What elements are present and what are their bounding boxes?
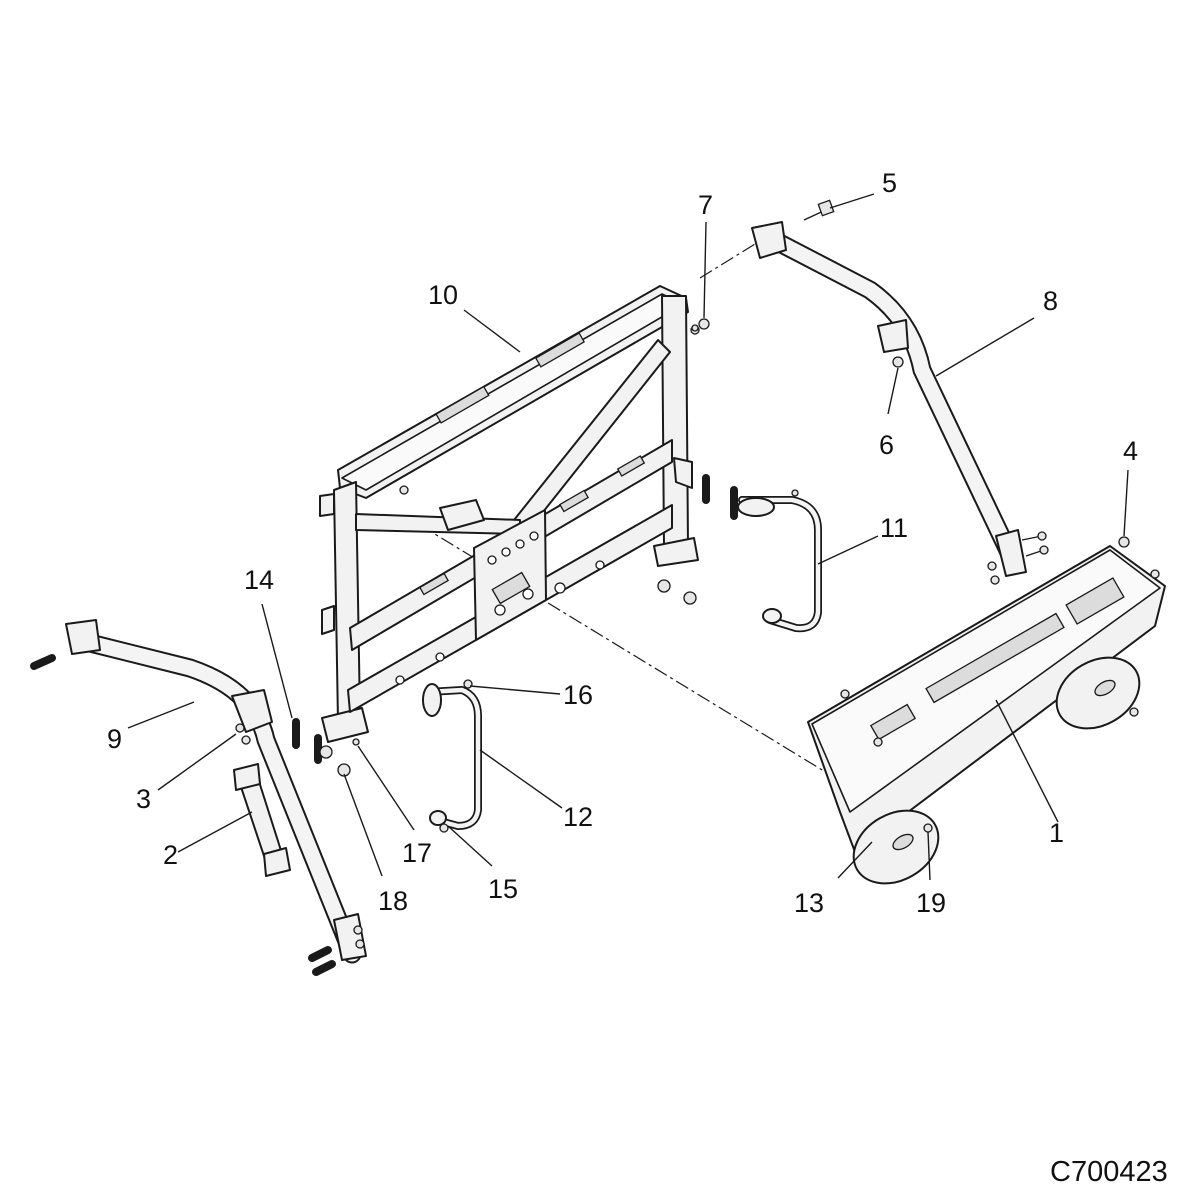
- callout-11: 11: [880, 513, 908, 543]
- part-1-rear-panel: [807, 545, 1166, 853]
- diagram-code: C700423: [1050, 1156, 1168, 1188]
- callout-12: 12: [563, 802, 593, 832]
- part-10-rear-frame: [319, 285, 700, 743]
- callout-labels: 1 2 3 4 5 6 7 8 9 10 11 12 13 14 15 16 1…: [107, 168, 1138, 918]
- callout-6: 6: [879, 430, 894, 460]
- callout-9: 9: [107, 724, 122, 754]
- callout-15: 15: [488, 874, 518, 904]
- callout-7: 7: [698, 190, 713, 220]
- callout-17: 17: [402, 838, 432, 868]
- part-12-left-grab-bar: [422, 683, 482, 830]
- callout-19: 19: [916, 888, 946, 918]
- part-13-end-cap-covers: [852, 656, 1141, 885]
- part-8-right-roll-bar: [751, 221, 1027, 577]
- fasteners: [30, 199, 1139, 976]
- callout-5: 5: [882, 168, 897, 198]
- callout-8: 8: [1043, 286, 1058, 316]
- callout-14: 14: [244, 565, 274, 595]
- callout-2: 2: [163, 840, 178, 870]
- part-2-brace: [233, 763, 291, 877]
- callout-4: 4: [1123, 436, 1138, 466]
- callout-13: 13: [794, 888, 824, 918]
- leader-lines: [127, 193, 1129, 881]
- part-11-right-grab-bar: [737, 496, 822, 633]
- callout-1: 1: [1049, 818, 1064, 848]
- callout-3: 3: [136, 784, 151, 814]
- callout-18: 18: [378, 886, 408, 916]
- callout-16: 16: [563, 680, 593, 710]
- part-9-left-roll-bar: [65, 619, 367, 964]
- callout-10: 10: [428, 280, 458, 310]
